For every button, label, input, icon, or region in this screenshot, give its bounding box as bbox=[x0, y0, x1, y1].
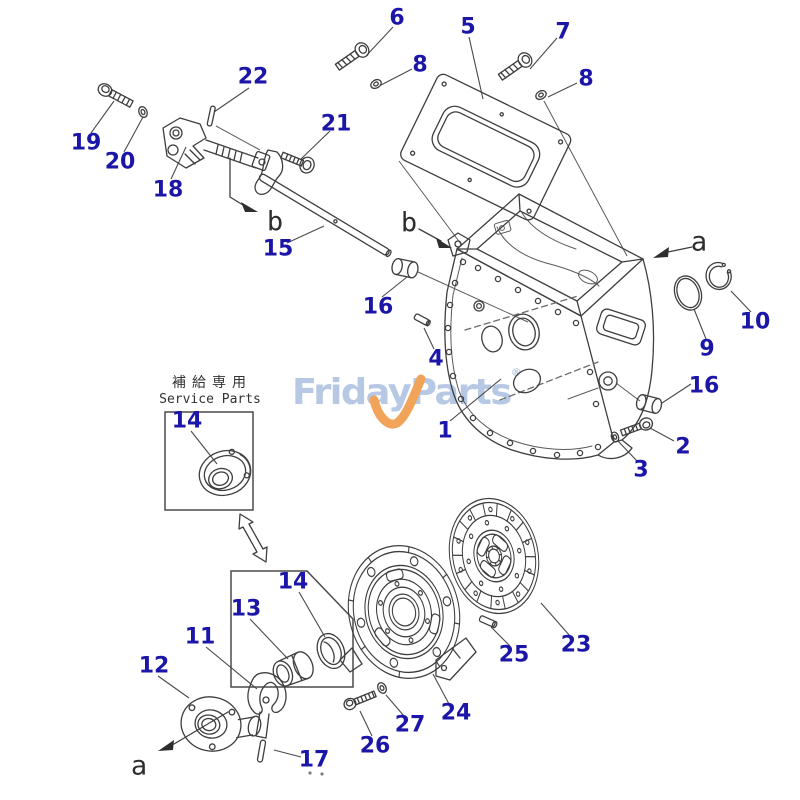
assembly-projection-lines bbox=[215, 100, 641, 402]
part-callout-24: 24 bbox=[440, 700, 472, 726]
part-callout-3: 3 bbox=[633, 457, 649, 483]
part-16-plug-right bbox=[635, 394, 663, 414]
part-15-rod bbox=[258, 173, 392, 258]
part-callout-6: 6 bbox=[389, 5, 405, 31]
part-callout-16b: 16 bbox=[688, 373, 720, 399]
part-callout-15: 15 bbox=[262, 236, 294, 262]
part-27-washer bbox=[377, 682, 387, 694]
part-callout-25: 25 bbox=[498, 642, 530, 668]
fridayparts-watermark: FridayParts® bbox=[292, 366, 522, 413]
part-callout-22: 22 bbox=[237, 64, 269, 90]
part-12-bearing-retainer bbox=[180, 696, 262, 752]
part-callout-13: 13 bbox=[230, 596, 262, 622]
part-callout-1: 1 bbox=[437, 418, 453, 444]
part-callout-20: 20 bbox=[104, 149, 136, 175]
leader-lines bbox=[90, 26, 752, 758]
part-21-lever-and-bolt bbox=[254, 149, 315, 195]
view-arrow-b-right bbox=[418, 228, 452, 248]
part-5-cover-plate bbox=[400, 73, 572, 221]
part-9-ring bbox=[673, 275, 703, 311]
part-10-snap-ring bbox=[705, 261, 732, 291]
part-3-washer bbox=[610, 431, 620, 443]
part-callout-5: 5 bbox=[460, 14, 476, 40]
service-parts-label-jp: 補給専用 bbox=[172, 375, 252, 391]
part-callout-2: 2 bbox=[675, 434, 691, 460]
part-callout-21: 21 bbox=[320, 111, 352, 137]
part-callout-11: 11 bbox=[184, 624, 216, 650]
part-callout-14b: 14 bbox=[277, 569, 309, 595]
part-26-bolt bbox=[343, 690, 377, 711]
part-14-release-bearing bbox=[198, 448, 252, 497]
view-arrow-b-left bbox=[229, 157, 258, 212]
part-callout-27: 27 bbox=[394, 712, 426, 738]
part-callout-16a: 16 bbox=[362, 294, 394, 320]
view-arrow-a-bottom bbox=[158, 711, 229, 751]
lower-parts-box bbox=[230, 570, 354, 688]
part-17-pin bbox=[256, 739, 324, 776]
part-callout-23: 23 bbox=[560, 632, 592, 658]
part-13-collar bbox=[272, 651, 314, 687]
part-callout-9: 9 bbox=[699, 336, 715, 362]
part-6-bolt bbox=[334, 42, 370, 71]
view-arrow-a-right bbox=[653, 246, 693, 258]
part-7-bolt bbox=[497, 52, 533, 81]
part-8-washer-left bbox=[370, 78, 382, 90]
watermark-swoosh bbox=[369, 374, 426, 429]
part-callout-7: 7 bbox=[555, 19, 571, 45]
watermark-text-y: y bbox=[387, 372, 412, 413]
part-1-transmission-case bbox=[444, 193, 655, 460]
part-callout-10: 10 bbox=[739, 309, 771, 335]
part-22-pin bbox=[206, 105, 216, 127]
part-14-seal-ring bbox=[316, 632, 346, 670]
part-23-clutch-disc bbox=[448, 497, 540, 615]
part-24-clutch-cover bbox=[339, 545, 477, 681]
part-callout-26: 26 bbox=[359, 733, 391, 759]
part-callout-17: 17 bbox=[298, 747, 330, 773]
part-11-fork bbox=[247, 672, 287, 739]
view-letter-b-left: b bbox=[266, 206, 284, 238]
service-parts-label-en: Service Parts bbox=[159, 392, 261, 407]
part-4-pin bbox=[413, 313, 431, 327]
registered-mark: ® bbox=[510, 366, 522, 379]
view-letter-b-right: b bbox=[400, 207, 418, 239]
part-19-bolt bbox=[97, 83, 134, 108]
part-callout-18: 18 bbox=[152, 177, 184, 203]
part-callout-4: 4 bbox=[428, 346, 444, 372]
interchange-arrow bbox=[238, 513, 268, 563]
view-letter-a-right: a bbox=[690, 226, 708, 258]
part-16-bushing-left bbox=[391, 258, 419, 279]
service-parts-box bbox=[164, 411, 254, 511]
part-8-washer-right bbox=[535, 89, 547, 101]
part-callout-14a: 14 bbox=[171, 408, 203, 434]
case-flange-holes bbox=[444, 258, 602, 459]
part-callout-8b: 8 bbox=[578, 66, 594, 92]
watermark-text-right: Parts bbox=[410, 372, 512, 413]
part-18-valve-body bbox=[162, 117, 271, 171]
part-25-pin bbox=[478, 615, 498, 629]
part-callout-19: 19 bbox=[70, 130, 102, 156]
part-2-bolt bbox=[619, 417, 654, 437]
part-callout-12: 12 bbox=[138, 653, 170, 679]
view-letter-a-bottom: a bbox=[130, 750, 148, 782]
part-callout-8a: 8 bbox=[412, 52, 428, 78]
